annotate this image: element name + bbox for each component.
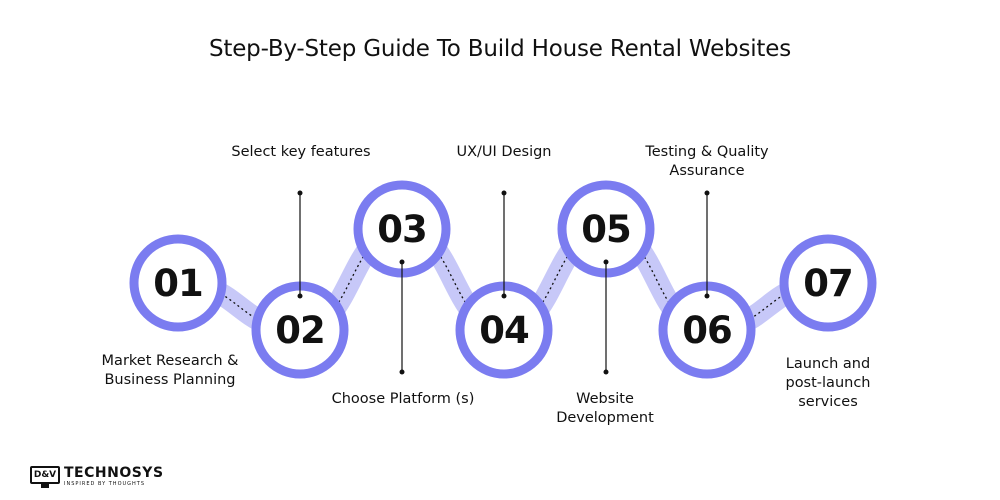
step-label-5-line-1: Website (576, 391, 634, 407)
connector-dots-6 (706, 282, 829, 331)
step-label-7-line-2: post-launch (785, 375, 871, 391)
step-label-6-line-1: Testing & Quality (645, 144, 769, 160)
step-circle-7: 07 (779, 234, 877, 332)
step-number-3: 03 (377, 208, 427, 251)
step-label-7: Launch and post-launch services (758, 355, 898, 412)
logo-tagline: INSPIRED BY THOUGHTS (64, 481, 146, 487)
step-number-1: 01 (153, 262, 203, 305)
step-circle-1: 01 (129, 234, 227, 332)
step-ring-7 (779, 234, 877, 332)
step-label-5-line-2: Development (556, 410, 654, 426)
step-ring-1 (129, 234, 227, 332)
step-label-3-line-1: Choose Platform (s) (331, 391, 475, 407)
page-title: Step-By-Step Guide To Build House Rental… (209, 36, 791, 62)
step-label-7-line-3: services (798, 394, 858, 410)
step-number-4: 04 (479, 309, 529, 352)
step-circle-6: 06 (658, 281, 756, 379)
leader-line-5 (603, 259, 609, 375)
step-circle-5: 05 (557, 180, 655, 278)
step-label-6: Testing & Quality Assurance (607, 143, 807, 181)
step-label-1: Market Research & Business Planning (80, 352, 260, 390)
step-number-2: 02 (275, 309, 325, 352)
leader-line-4 (501, 190, 507, 299)
step-number-7: 07 (803, 262, 853, 305)
step-label-4: UX/UI Design (404, 143, 604, 162)
step-label-3: Choose Platform (s) (303, 390, 503, 409)
leader-lines (297, 190, 710, 375)
step-number-5: 05 (581, 208, 631, 251)
leader-line-3 (399, 259, 405, 375)
connector-dots-5 (605, 228, 708, 331)
logo-name: TECHNOSYS (64, 465, 164, 481)
connector-dots-4 (503, 228, 607, 331)
leader-line-6 (704, 190, 710, 299)
step-label-2-line-1: Select key features (231, 144, 371, 160)
step-label-2: Select key features (201, 143, 401, 162)
step-label-1-line-2: Business Planning (104, 372, 236, 388)
step-circle-4: 04 (455, 281, 553, 379)
step-label-7-line-1: Launch and (785, 356, 871, 372)
step-number-6: 06 (682, 309, 732, 352)
step-label-6-line-2: Assurance (669, 163, 745, 179)
step-label-5: Website Development (505, 390, 705, 428)
leader-line-2 (297, 190, 303, 299)
connector-dots-2 (299, 228, 403, 331)
step-label-1-line-1: Market Research & (101, 353, 239, 369)
connector-dots-3 (401, 228, 505, 331)
step-circle-2: 02 (251, 281, 349, 379)
step-label-4-line-1: UX/UI Design (456, 144, 552, 160)
logo-mark: D&V (30, 466, 60, 488)
step-circles: 01 02 03 04 05 06 07 (129, 180, 877, 379)
